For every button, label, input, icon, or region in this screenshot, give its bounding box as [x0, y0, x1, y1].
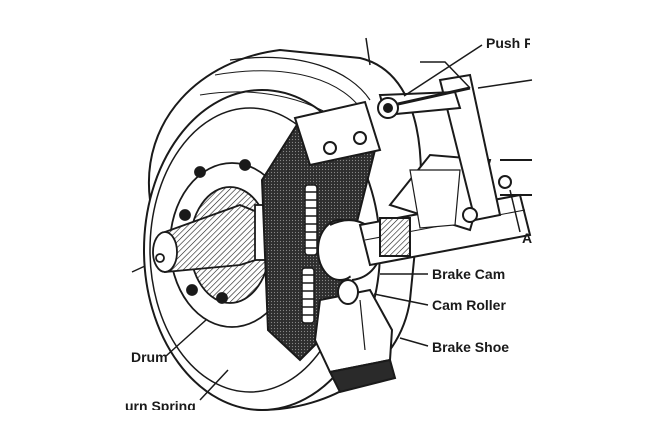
return-spring-label: urn Spring	[125, 398, 196, 410]
cam-roller-label: Cam Roller	[432, 297, 506, 313]
drum-label: Drum	[131, 349, 168, 365]
brake-shoe	[313, 288, 397, 394]
return-springs	[301, 184, 318, 324]
slack-adjuster-bracket	[365, 37, 532, 223]
brake-shoe-label: Brake Shoe	[432, 339, 510, 355]
backing-plate	[260, 100, 382, 362]
brake-cam-label: Brake Cam	[432, 266, 506, 282]
right-margin	[533, 0, 650, 433]
adjuster-label: A	[522, 230, 532, 246]
leader-lines	[131, 44, 533, 401]
push-rod-label: Push R	[486, 35, 530, 51]
